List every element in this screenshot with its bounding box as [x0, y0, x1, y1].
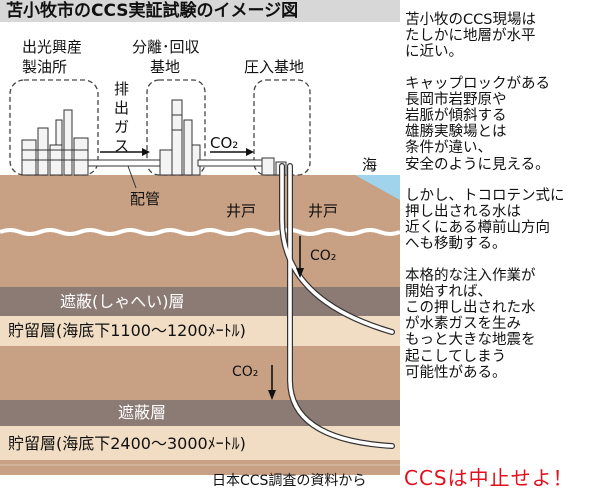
separation-box — [146, 79, 206, 176]
commentary-line: に近い。 — [405, 44, 463, 61]
commentary-line: へも移動する。 — [405, 236, 507, 253]
commentary-line: 長岡市岩野原や — [405, 91, 507, 108]
co2-surface-label: CO₂ — [210, 134, 239, 152]
commentary-line: 条件が違い、 — [405, 140, 492, 157]
commentary-line: もっと大きな地震を — [405, 332, 536, 349]
figure-title: 苫小牧市のCCS実証試験のイメージ図 — [6, 1, 299, 21]
well-label-left: 井戸 — [226, 202, 257, 220]
separation-label-1: 分離･回収 — [132, 38, 200, 56]
commentary-line: 起こしてしまう — [405, 348, 507, 365]
cap-layer-lower — [0, 400, 400, 426]
commentary-line: 岩脈が傾斜する — [405, 108, 507, 125]
cap-layer-upper-label: 遮蔽(しゃへい)層 — [60, 292, 185, 311]
surface-pipe — [87, 159, 263, 167]
sea-label: 海 — [362, 156, 378, 174]
break-line — [0, 228, 400, 236]
commentary: 苫小牧のCCS現場はたしかに地層が水平に近い。キャップロックがある長岡市岩野原や… — [405, 12, 597, 396]
reservoir-layer-upper — [0, 316, 400, 346]
commentary-line: 近くにある樽前山方向 — [405, 220, 550, 237]
co2-well-label-lower: CO₂ — [232, 364, 259, 380]
slogan: CCSは中止せよ！ — [404, 466, 574, 490]
commentary-line: 安全のように見える。 — [405, 156, 550, 173]
reservoir-lower-label: 貯留層(海底下2400〜3000ﾒｰﾄﾙ) — [8, 434, 246, 453]
title-background — [0, 0, 400, 22]
reservoir-upper-label: 貯留層(海底下1100〜1200ﾒｰﾄﾙ) — [8, 321, 246, 340]
commentary-line: この押し出された水 — [405, 300, 536, 317]
commentary-line: たしかに地層が水平 — [405, 28, 536, 45]
exhaust-label-1: 排 — [114, 80, 130, 98]
diagram-canvas — [0, 0, 400, 475]
pipe-label: 配管 — [130, 190, 161, 208]
separation-label-2: 基地 — [150, 58, 181, 76]
commentary-line: 雄勝実験場とは — [405, 124, 507, 141]
exhaust-label-2: 出 — [114, 99, 130, 117]
source-credit: 日本CCS調査の資料から — [212, 473, 367, 489]
commentary-line: 苫小牧のCCS現場は — [405, 12, 536, 28]
co2-well-label-upper: CO₂ — [310, 248, 337, 264]
refinery-label-2: 製油所 — [22, 58, 68, 76]
commentary-line: 本格的な注入作業が — [405, 267, 536, 284]
commentary-line: 可能性がある。 — [405, 364, 507, 381]
commentary-line: 開始すれば、 — [405, 283, 492, 300]
ccs-diagram: 苫小牧市のCCS実証試験のイメージ図 出光興産 製油所 分離･回収 基地 圧入基… — [0, 0, 400, 489]
commentary-line: が水素ガスを生み — [405, 316, 521, 333]
separation-plant — [159, 99, 201, 176]
commentary-line: キャップロックがある — [405, 75, 550, 92]
commentary-paragraph: キャップロックがある長岡市岩野原や岩脈が傾斜する雄勝実験場とは条件が違い、安全の… — [405, 76, 597, 173]
cap-layer-lower-label: 遮蔽層 — [118, 403, 167, 422]
exhaust-label-3: ガ — [114, 118, 130, 136]
cap-layer-upper — [0, 287, 400, 316]
refinery-label-1: 出光興産 — [22, 38, 83, 56]
commentary-line: しかし、トコロテン式に — [405, 187, 565, 204]
commentary-paragraph: 本格的な注入作業が開始すれば、この押し出された水が水素ガスを生みもっと大きな地震… — [405, 268, 597, 381]
commentary-paragraph: 苫小牧のCCS現場はたしかに地層が水平に近い。 — [405, 12, 597, 61]
well-label-right: 井戸 — [308, 202, 339, 220]
sea — [355, 175, 400, 200]
exhaust-label-4: ス — [114, 137, 130, 155]
refinery-plant — [21, 109, 89, 176]
injection-label: 圧入基地 — [244, 58, 305, 76]
commentary-paragraph: しかし、トコロテン式に押し出される水は近くにある樽前山方向へも移動する。 — [405, 188, 597, 253]
commentary-line: 押し出される水は — [405, 204, 521, 221]
title-bar: 苫小牧市のCCS実証試験のイメージ図 — [0, 0, 400, 22]
pipe-leader — [127, 165, 137, 189]
wells — [280, 164, 394, 448]
reservoir-layer-lower — [0, 426, 400, 460]
